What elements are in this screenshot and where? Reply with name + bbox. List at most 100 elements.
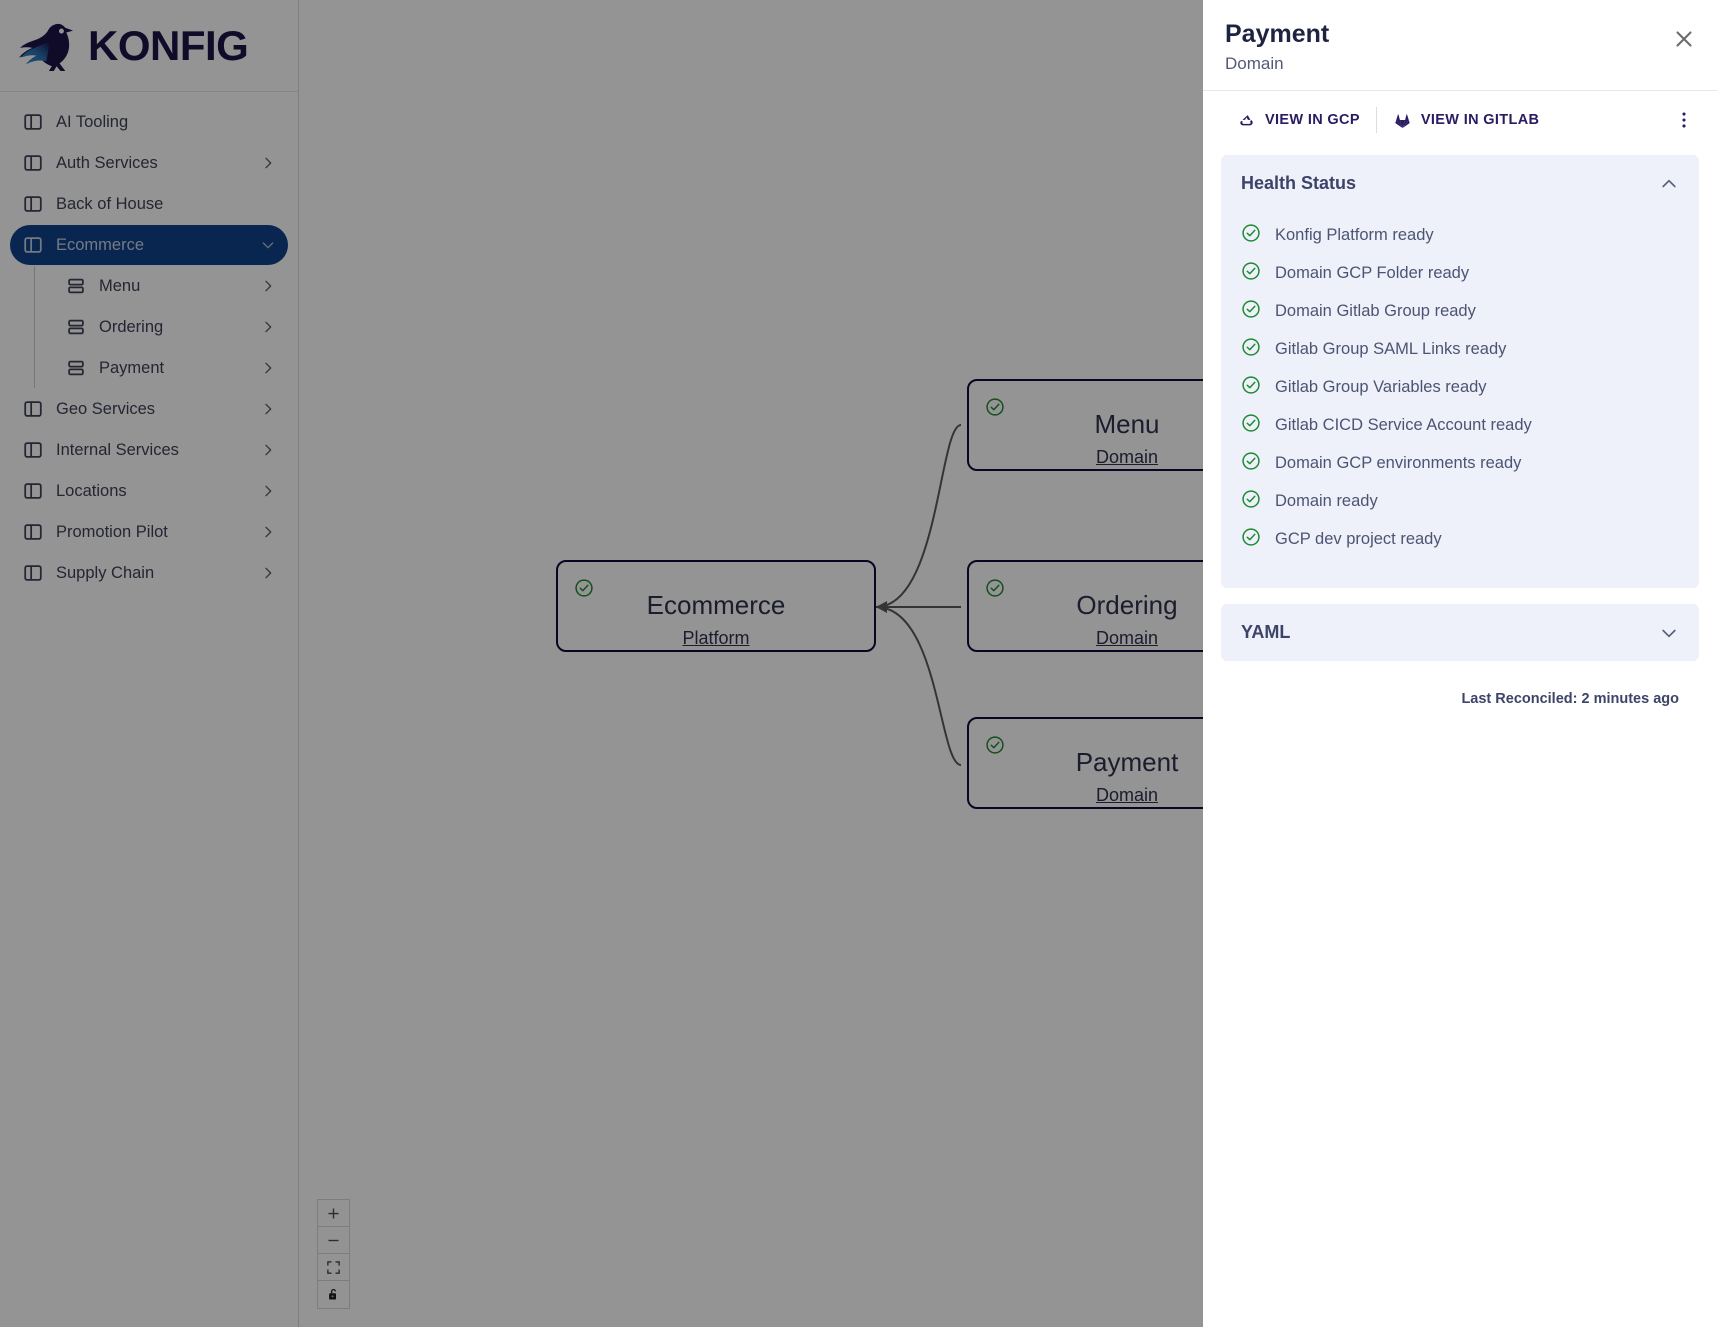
check-circle-icon [985,397,1005,422]
panel-icon [24,401,42,417]
graph-edges [875,424,962,766]
check-circle-icon [985,735,1005,760]
detail-panel-body: Health Status Konfig Platform ready Doma… [1203,149,1717,1327]
sidebar-item-geo-services[interactable]: Geo Services [10,389,288,429]
health-status-row: Gitlab Group SAML Links ready [1241,330,1679,368]
check-circle-icon [574,578,594,603]
sidebar-item-auth-services[interactable]: Auth Services [10,143,288,183]
sidebar-item-menu[interactable]: Menu [53,266,288,306]
sidebar-item-label: Locations [56,481,127,500]
health-status-label: GCP dev project ready [1275,529,1442,548]
zoom-controls [317,1199,350,1309]
check-circle-icon [1241,261,1261,286]
view-in-gcp-button[interactable]: VIEW IN GCP [1221,105,1376,135]
health-status-label: Gitlab Group Variables ready [1275,377,1487,396]
view-in-gitlab-button[interactable]: VIEW IN GITLAB [1377,105,1555,135]
chevron-right-icon [265,321,272,333]
health-status-row: Domain GCP Folder ready [1241,254,1679,292]
chevron-right-icon [265,280,272,292]
brand-name: KONFIG [88,21,249,69]
sidebar-item-back-of-house[interactable]: Back of House [10,184,288,224]
panel-icon [24,237,42,253]
health-status-row: Gitlab CICD Service Account ready [1241,406,1679,444]
sidebar-item-label: Payment [99,358,165,377]
sidebar-item-locations[interactable]: Locations [10,471,288,511]
action-divider [1375,107,1377,133]
layers-icon [68,319,84,335]
chevron-right-icon [265,526,272,538]
graph-node-ordering[interactable]: Ordering Domain [967,560,1287,652]
page-subtitle: Domain [1225,54,1284,73]
sidebar-item-label: Back of House [56,194,164,213]
page-title: Payment [1225,20,1330,48]
health-status-row: Domain Gitlab Group ready [1241,292,1679,330]
close-icon[interactable] [1671,26,1697,52]
check-circle-icon [1241,375,1261,400]
sidebar-item-promotion-pilot[interactable]: Promotion Pilot [10,512,288,552]
sidebar-item-label: Auth Services [56,153,158,172]
chevron-right-icon [265,567,272,579]
detail-panel-header: Payment Domain [1203,0,1717,91]
health-status-label: Domain Gitlab Group ready [1275,301,1476,320]
sidebar-item-label: Promotion Pilot [56,522,168,541]
sidebar-item-ai-tooling[interactable]: AI Tooling [10,102,288,142]
chevron-down-icon [1662,629,1676,637]
chevron-up-icon [1662,179,1676,187]
yaml-card: YAML [1221,604,1699,661]
health-status-card: Health Status Konfig Platform ready Doma… [1221,155,1699,588]
sidebar-item-label: Supply Chain [56,563,155,582]
graph-node-ecommerce[interactable]: Ecommerce Platform [556,560,876,652]
panel-icon [24,442,42,458]
health-status-label: Domain GCP environments ready [1275,453,1522,472]
zoom-in-button[interactable] [318,1200,349,1227]
chevron-right-icon [265,403,272,415]
sidebar-item-internal-services[interactable]: Internal Services [10,430,288,470]
health-status-label: Gitlab Group SAML Links ready [1275,339,1507,358]
yaml-toggle[interactable]: YAML [1221,604,1699,661]
sidebar-subnav-ecommerce: Menu Ordering [34,266,288,388]
health-status-label: Domain GCP Folder ready [1275,263,1470,282]
panel-icon [24,565,42,581]
node-title: Ecommerce [646,590,786,620]
sidebar-item-label: Ecommerce [56,235,145,254]
node-subtitle: Domain [1095,628,1159,648]
sidebar-item-label: Geo Services [56,399,156,418]
panel-icon [24,155,42,171]
sidebar-item-ordering[interactable]: Ordering [53,307,288,347]
health-status-row: Domain ready [1241,482,1679,520]
layers-icon [68,278,84,294]
chevron-right-icon [265,444,272,456]
more-options-button[interactable] [1673,109,1695,136]
sidebar-item-label: Menu [99,276,141,295]
node-title: Ordering [1076,590,1178,620]
detail-panel: Payment Domain VIEW IN GCP [1203,0,1717,1327]
chevron-right-icon [265,362,272,374]
graph-node-menu[interactable]: Menu Domain [967,379,1287,471]
sidebar-item-label: Internal Services [56,440,179,459]
health-status-row: GCP dev project ready [1241,520,1679,558]
check-circle-icon [1241,413,1261,438]
kebab-menu-icon [1682,112,1686,128]
lock-button[interactable] [318,1281,349,1308]
sidebar-item-supply-chain[interactable]: Supply Chain [10,553,288,593]
health-status-title: Health Status [1241,173,1357,193]
check-circle-icon [1241,451,1261,476]
konfig-bird-logo-icon [19,23,73,71]
sidebar-item-payment[interactable]: Payment [53,348,288,388]
sidebar-item-ecommerce[interactable]: Ecommerce [10,225,288,265]
cloud-icon [1240,114,1253,125]
node-subtitle: Domain [1095,447,1159,467]
chevron-right-icon [265,157,272,169]
detail-panel-actions: VIEW IN GCP VIEW IN GITLAB [1203,91,1717,149]
fit-view-button[interactable] [318,1254,349,1281]
yaml-title: YAML [1241,622,1291,642]
zoom-out-button[interactable] [318,1227,349,1254]
health-status-list: Konfig Platform ready Domain GCP Folder … [1221,212,1699,588]
node-subtitle: Platform [682,628,750,648]
node-title: Menu [1094,409,1160,439]
health-status-row: Gitlab Group Variables ready [1241,368,1679,406]
app-logo[interactable]: KONFIG [0,0,298,92]
check-circle-icon [1241,223,1261,248]
health-status-toggle[interactable]: Health Status [1221,155,1699,212]
